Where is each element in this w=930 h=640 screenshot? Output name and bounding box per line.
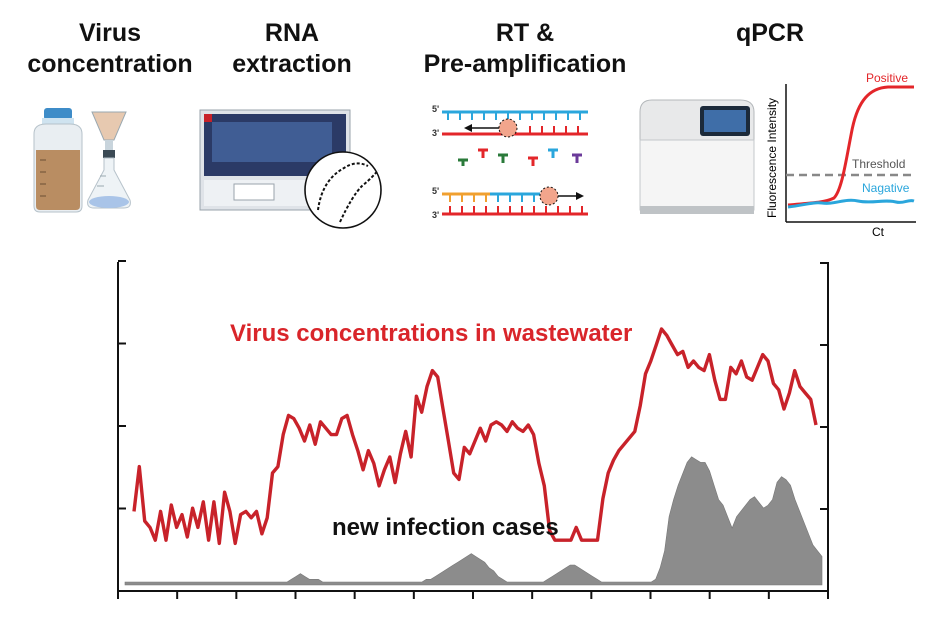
strand-label: 5' bbox=[432, 186, 439, 196]
step-title-rna-extraction: RNA extraction bbox=[217, 18, 367, 80]
positive-label: Positive bbox=[866, 71, 908, 85]
negative-label: Nagative bbox=[862, 181, 910, 195]
qpcr-amplification-plot: Fluorescence Intensity Ct Positive Thres… bbox=[765, 71, 916, 239]
step-title-line1: Virus bbox=[78, 19, 142, 47]
cases-series bbox=[124, 456, 823, 586]
step-title-line1: qPCR bbox=[735, 19, 805, 47]
main-chart: Virus concentrations in wastewater new i… bbox=[117, 260, 829, 599]
threshold-label: Threshold bbox=[852, 157, 905, 171]
step-title-line1: RNA bbox=[264, 19, 320, 47]
virus-concentration-line bbox=[132, 327, 818, 546]
strand-label: 3' bbox=[432, 210, 439, 220]
filtration-flask-icon bbox=[87, 111, 131, 209]
strand-label: 3' bbox=[432, 128, 439, 138]
rt-preamp-diagram: 5' 3' 5' bbox=[432, 104, 588, 220]
left-axis-ticks bbox=[118, 260, 126, 592]
virus-series bbox=[132, 327, 818, 546]
cases-series-label: new infection cases bbox=[332, 514, 559, 541]
qpcr-xlabel: Ct bbox=[872, 225, 885, 239]
step-title-line2: extraction bbox=[232, 50, 352, 78]
step-title-line2: Pre-amplification bbox=[423, 50, 627, 78]
x-axis-ticks bbox=[117, 591, 829, 599]
primer-fragments bbox=[458, 148, 582, 166]
strand-label: 5' bbox=[432, 104, 439, 114]
step-title-rt-preamp: RT & Pre-amplification bbox=[415, 18, 635, 80]
step-title-qpcr: qPCR bbox=[720, 18, 820, 49]
cases-area bbox=[124, 456, 823, 586]
qpcr-machine-icon bbox=[639, 99, 755, 214]
rna-extraction-machine-icon bbox=[199, 109, 382, 229]
step-title-virus-concentration: Virus concentration bbox=[15, 18, 205, 80]
step-title-line2: concentration bbox=[27, 50, 193, 78]
virus-series-label: Virus concentrations in wastewater bbox=[230, 320, 632, 347]
sample-bottle-icon bbox=[33, 108, 83, 213]
qpcr-ylabel: Fluorescence Intensity bbox=[765, 98, 779, 218]
negative-curve bbox=[787, 198, 915, 209]
right-axis-ticks bbox=[820, 262, 828, 592]
step-title-line1: RT & bbox=[495, 19, 555, 47]
cdna-teeth bbox=[447, 112, 581, 120]
